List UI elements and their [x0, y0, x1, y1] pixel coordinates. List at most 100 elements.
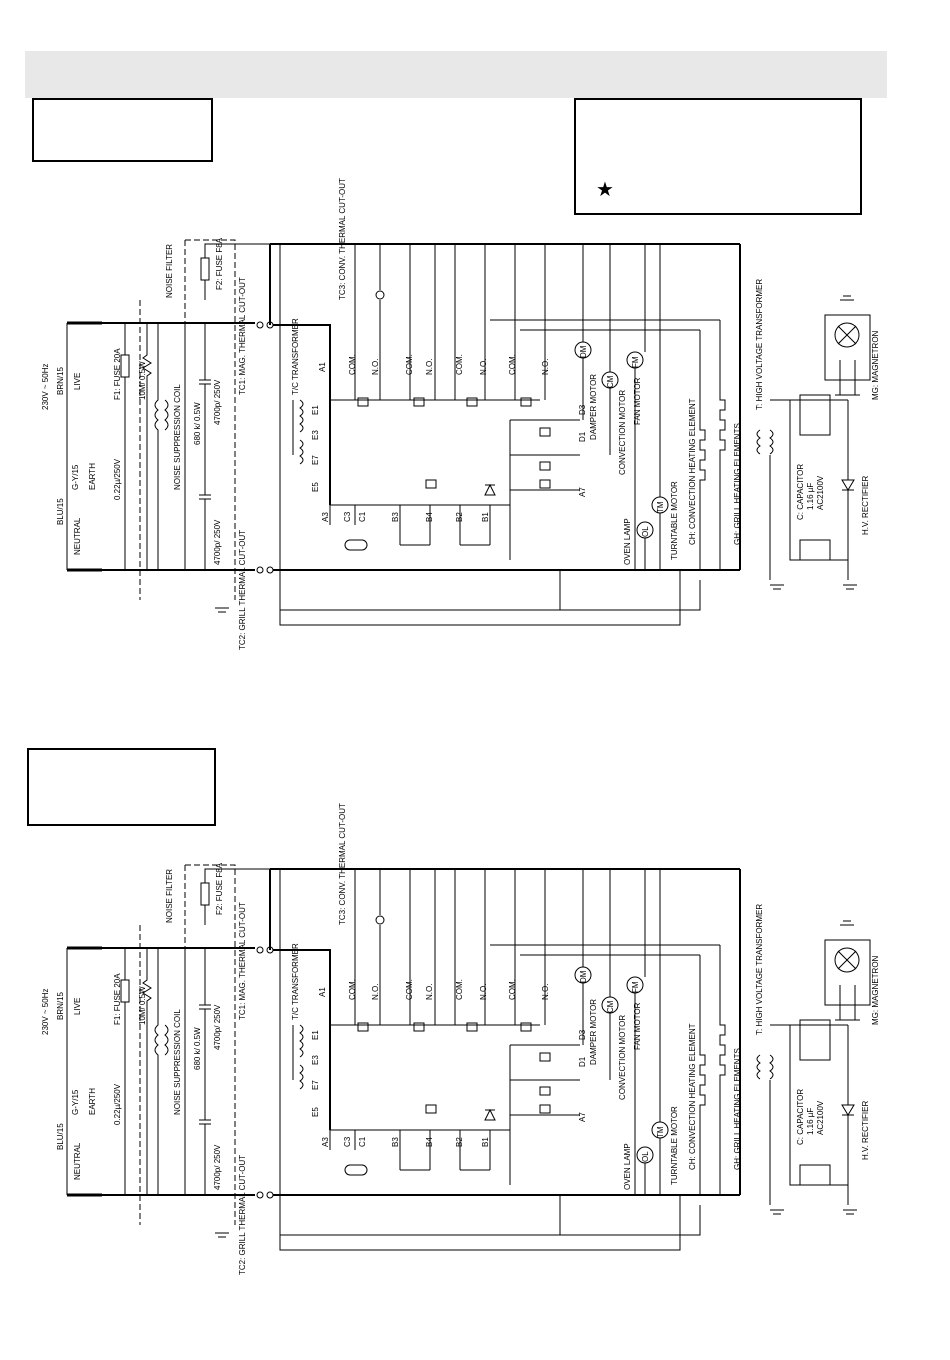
d3-label-2: D3: [578, 1029, 587, 1040]
coil-label: NOISE SUPPRESSION COIL: [173, 384, 182, 490]
magnetron-label: MG: MAGNETRON: [871, 330, 880, 400]
b2-label: B2: [455, 512, 464, 522]
tct-label: T/C TRANSFORMER: [291, 318, 300, 395]
no-label-2-2: N.O.: [425, 984, 434, 1000]
turntable-label: TURNTABLE MOTOR: [670, 481, 679, 560]
com-label-3: COM.: [455, 354, 464, 375]
title-box-top: [32, 98, 213, 162]
brn-label-2: BRN/15: [56, 991, 65, 1020]
d1-label: D1: [578, 431, 587, 442]
a3-label-2: A3: [321, 1137, 330, 1147]
fan-label-2: FAN MOTOR: [633, 1002, 642, 1050]
b3-label: B3: [391, 512, 400, 522]
magnetron-label-2: MG: MAGNETRON: [871, 955, 880, 1025]
conv-motor-label-2: CONVECTION MOTOR: [618, 1015, 627, 1100]
c1-label: C1: [358, 511, 367, 522]
ch-label: CH: CONVECTION HEATING ELEMENT: [688, 398, 697, 545]
c3-label-2: C3: [343, 1136, 352, 1147]
fuse2-label-2: F2: FUSE F8A: [215, 862, 224, 915]
cm-label-2: CM: [606, 1000, 615, 1013]
e1-label-2: E1: [311, 1030, 320, 1040]
lamp-label: OVEN LAMP: [623, 518, 632, 565]
legend-box: ★: [574, 98, 862, 215]
noise-filter-label: NOISE FILTER: [165, 244, 174, 298]
a7-label: A7: [578, 487, 587, 497]
a1-label-2: A1: [318, 987, 327, 997]
rectifier-label: H.V. RECTIFIER: [861, 476, 870, 535]
dm-label-2: DM: [579, 970, 588, 983]
e5-label: E5: [311, 482, 320, 492]
res1-label-2: 10M/ 0.5W: [138, 986, 147, 1025]
damper-label: DAMPER MOTOR: [589, 374, 598, 440]
e3-label-2: E3: [311, 1055, 320, 1065]
a1-label: A1: [318, 362, 327, 372]
no-label-4: N.O.: [541, 359, 550, 375]
b4-label-2: B4: [425, 1137, 434, 1147]
conv-motor-label: CONVECTION MOTOR: [618, 390, 627, 475]
cap1-label: 0.22µ/250V: [113, 458, 122, 500]
gh-label-2: GH: GRILL HEATING ELEMENTS: [733, 1048, 742, 1170]
tc1-label: TC1: MAG. THERMAL CUT-OUT: [238, 277, 247, 395]
legend-star-icon: ★: [596, 179, 614, 201]
dm-label: DM: [579, 345, 588, 358]
cap2-label: 4700p/ 250V: [213, 379, 222, 425]
com-label-2-1: COM.: [348, 979, 357, 1000]
b1-label-2: B1: [481, 1137, 490, 1147]
blu-label: BLU/15: [56, 498, 65, 525]
no-label-2: N.O.: [425, 359, 434, 375]
e1-label: E1: [311, 405, 320, 415]
b1-label: B1: [481, 512, 490, 522]
c1-label-2: C1: [358, 1136, 367, 1147]
b2-label-2: B2: [455, 1137, 464, 1147]
tm-label-2: TM: [656, 1126, 665, 1138]
b4-label: B4: [425, 512, 434, 522]
live-label-2: LIVE: [73, 998, 82, 1015]
ol-label: OL: [641, 526, 650, 537]
gy-label-2: G-Y/15: [71, 1089, 80, 1115]
fan-label: FAN MOTOR: [633, 377, 642, 425]
a3-label: A3: [321, 512, 330, 522]
damper-label-2: DAMPER MOTOR: [589, 999, 598, 1065]
com-label-2: COM.: [405, 354, 414, 375]
d3-label: D3: [578, 404, 587, 415]
capacitor-label-2: C: CAPACITOR: [796, 1089, 805, 1145]
neutral-label: NEUTRAL: [73, 517, 82, 555]
cap1-label-2: 0.22µ/250V: [113, 1083, 122, 1125]
e7-label: E7: [311, 455, 320, 465]
turntable-label-2: TURNTABLE MOTOR: [670, 1106, 679, 1185]
res2-label: 680 k/ 0.5W: [193, 402, 202, 445]
blu-label-2: BLU/15: [56, 1123, 65, 1150]
e7-label-2: E7: [311, 1080, 320, 1090]
res2-label-2: 680 k/ 0.5W: [193, 1027, 202, 1070]
tc2-label: TC2: GRILL THERMAL CUT-OUT: [238, 530, 247, 650]
capacitor-label: C: CAPACITOR: [796, 464, 805, 520]
cm-label: CM: [606, 375, 615, 388]
earth-label-2: EARTH: [88, 1088, 97, 1115]
com-label-2-4: COM.: [508, 979, 517, 1000]
ol-label-2: OL: [641, 1151, 650, 1162]
tc2-label-2: TC2: GRILL THERMAL CUT-OUT: [238, 1155, 247, 1275]
no-label-2-1: N.O.: [371, 984, 380, 1000]
com-label-2-3: COM.: [455, 979, 464, 1000]
earth-label: EARTH: [88, 463, 97, 490]
brn-label: BRN/15: [56, 366, 65, 395]
cap-volt-label-2: AC2100V: [816, 1100, 825, 1135]
com-label-2-2: COM.: [405, 979, 414, 1000]
gh-label: GH: GRILL HEATING ELEMENTS: [733, 423, 742, 545]
ch-label-2: CH: CONVECTION HEATING ELEMENT: [688, 1023, 697, 1170]
gy-label: G-Y/15: [71, 464, 80, 490]
com-label-4: COM.: [508, 354, 517, 375]
no-label-3: N.O.: [479, 359, 488, 375]
fuse1-label-2: F1: FUSE 20A: [113, 973, 122, 1025]
fuse2-label: F2: FUSE F8A: [215, 237, 224, 290]
neutral-label-2: NEUTRAL: [73, 1142, 82, 1180]
title-box-bottom: [27, 748, 216, 826]
tc3-label: TC3: CONV. THERMAL CUT-OUT: [338, 178, 347, 300]
tc3-label-2: TC3: CONV. THERMAL CUT-OUT: [338, 803, 347, 925]
supply-label-2: 230V ~ 50Hz: [41, 989, 50, 1035]
com-label-1: COM.: [348, 354, 357, 375]
supply-label: 230V ~ 50Hz: [41, 364, 50, 410]
cap2-label-2: 4700p/ 250V: [213, 1004, 222, 1050]
coil-label-2: NOISE SUPPRESSION COIL: [173, 1009, 182, 1115]
